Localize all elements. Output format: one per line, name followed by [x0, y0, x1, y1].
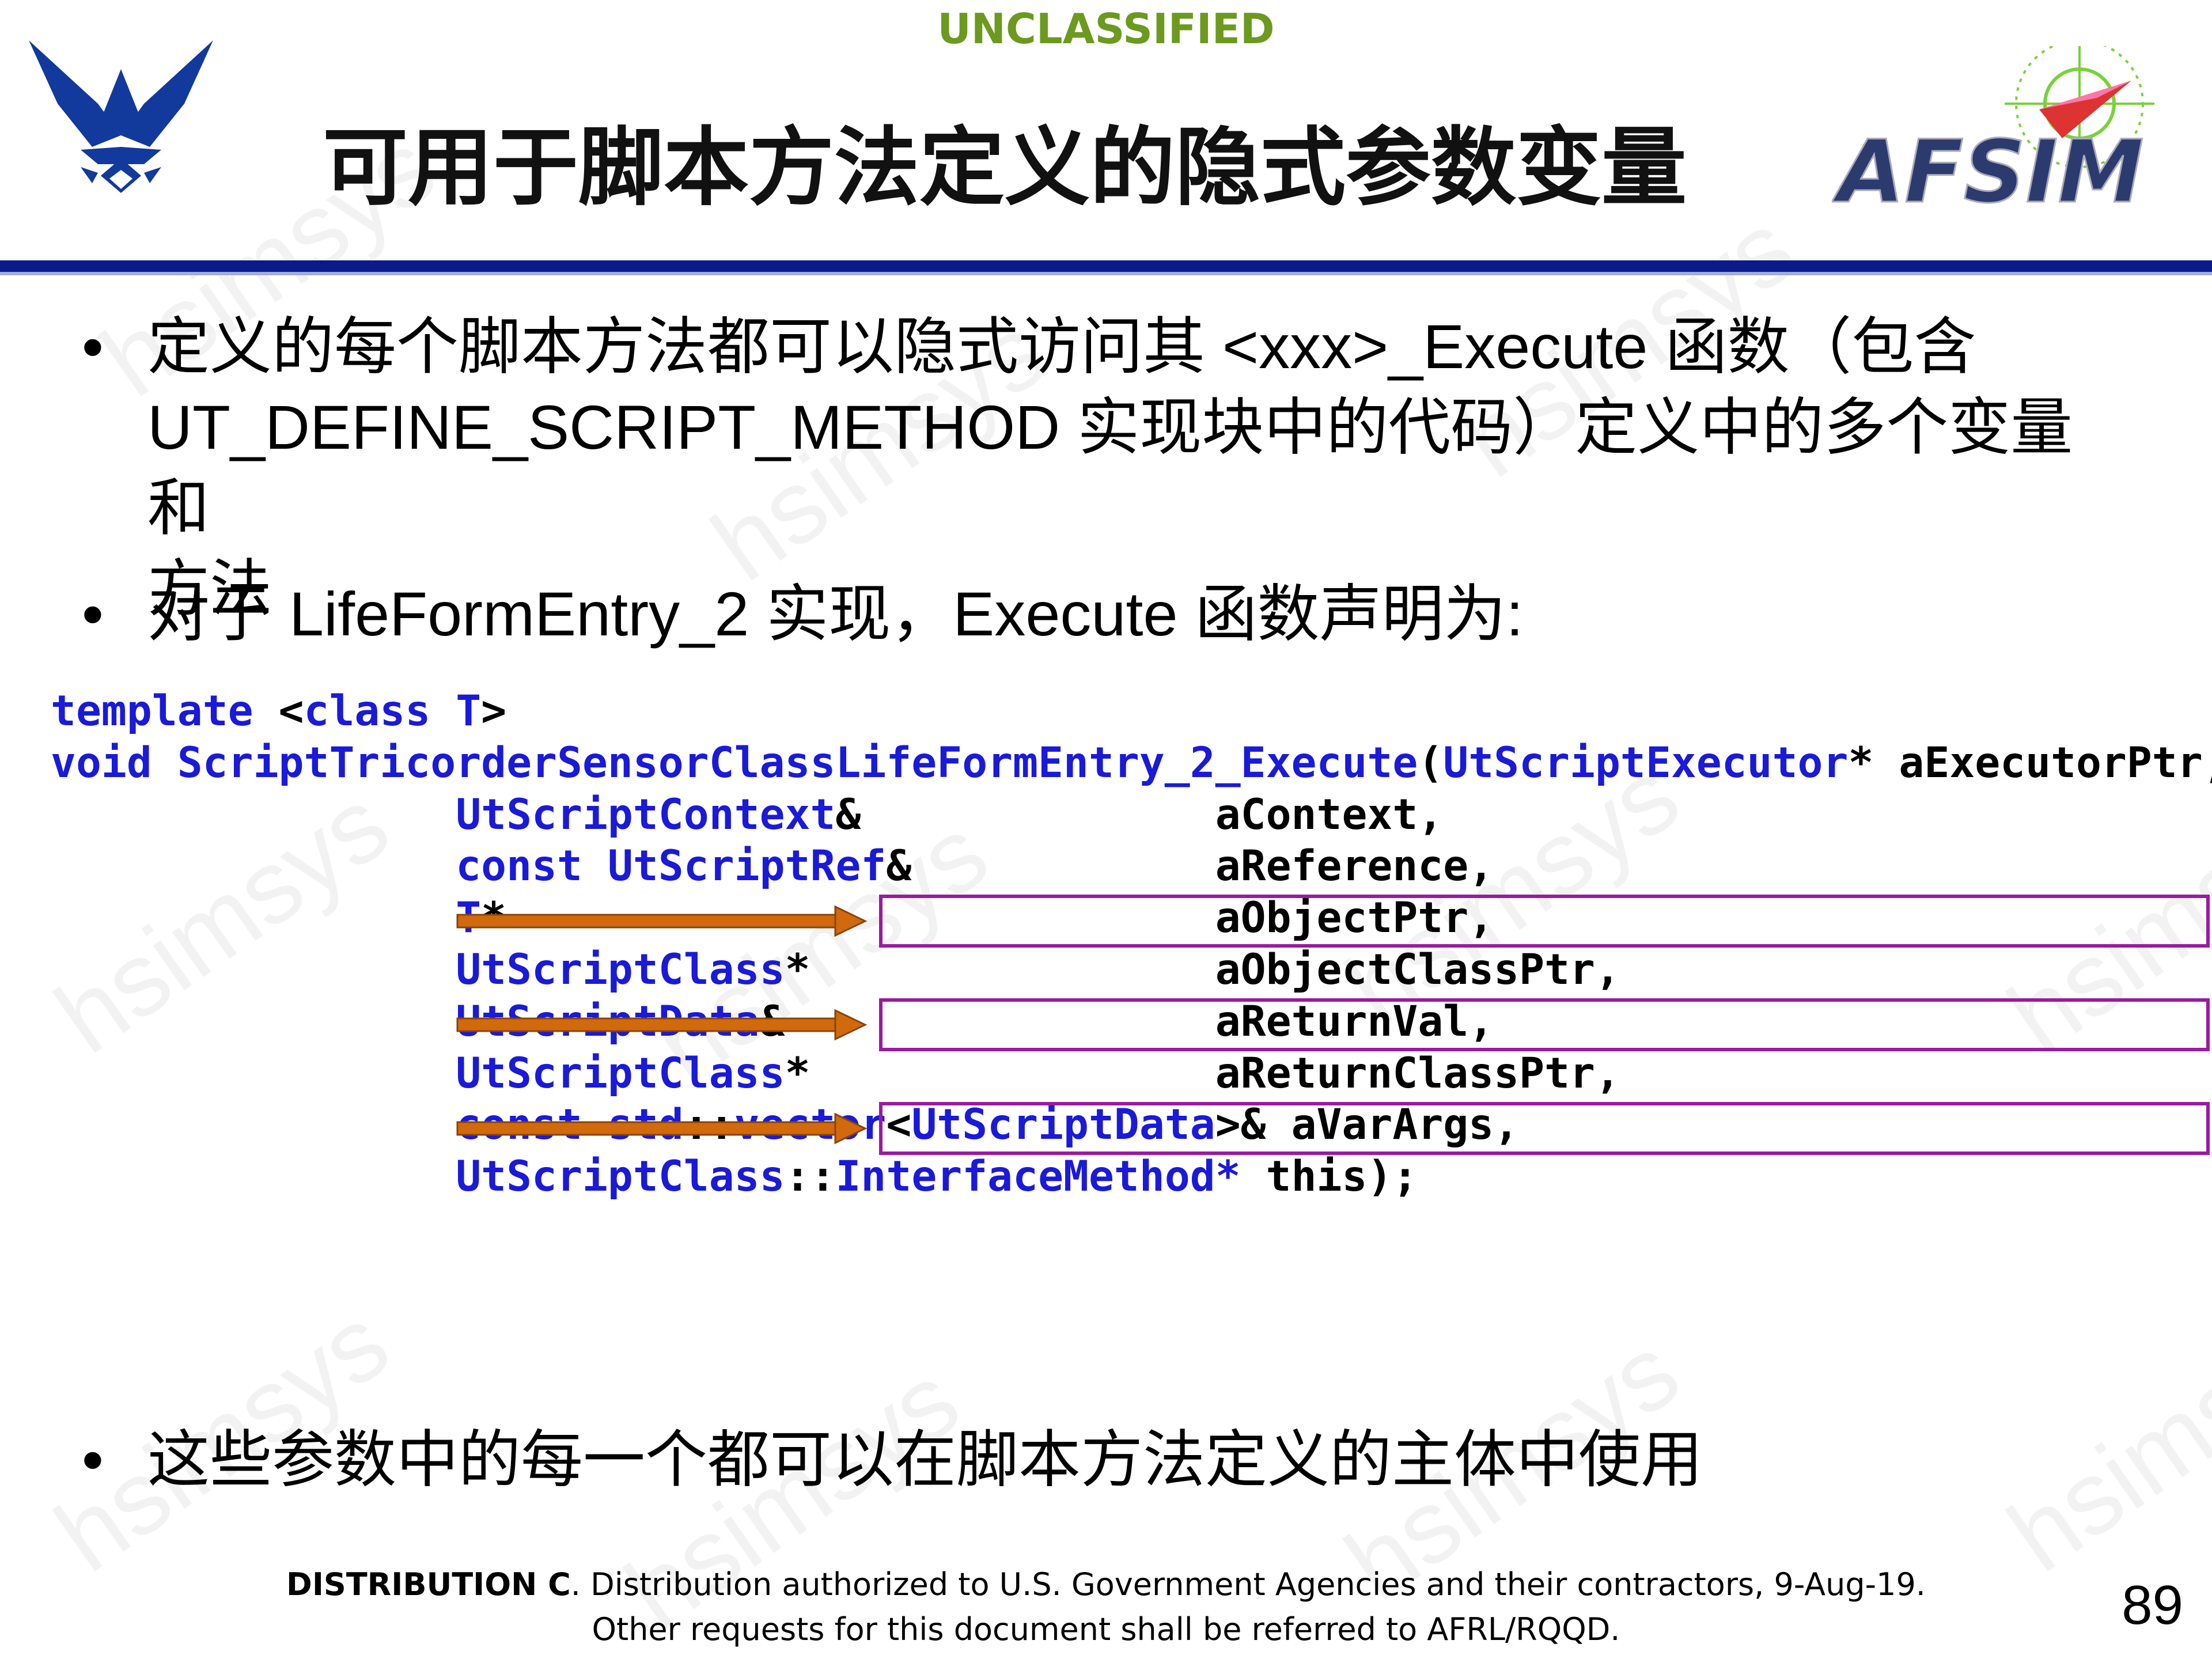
bullet-1-line-3: 方法: [147, 554, 272, 623]
bullet-2-text: 对于 LifeFormEntry_2 实现，Execute 函数声明为:: [147, 579, 1524, 649]
code-param-name: aObjectClassPtr,: [1215, 945, 1620, 994]
highlight-box-avarargs: [879, 1102, 2210, 1155]
code-param-type: UtScriptClass: [456, 945, 785, 994]
code-keyword: template: [51, 687, 253, 736]
highlight-box-aobjectptr: [879, 895, 2210, 948]
code-param-name: aReturnVal,: [1215, 997, 1494, 1046]
code-function-name: ScriptTricorderSensorClassLifeFormEntry_…: [151, 738, 1418, 787]
code-param-type: UtScriptClass: [456, 1048, 785, 1098]
bullet-marker: •: [82, 312, 104, 381]
page-number: 89: [2122, 1574, 2183, 1636]
distribution-line-2: Other requests for this document shall b…: [592, 1611, 1620, 1647]
distribution-line-1: . Distribution authorized to U.S. Govern…: [570, 1566, 1926, 1603]
bullet-1-line-1: 定义的每个脚本方法都可以隐式访问其 <xxx>_Execute 函数（包含: [147, 312, 1976, 381]
code-param-name: aReturnClassPtr,: [1215, 1048, 1620, 1098]
code-param-type: UtScriptContext: [456, 790, 836, 839]
bullet-marker: •: [82, 579, 104, 649]
distribution-label: DISTRIBUTION C: [286, 1566, 571, 1603]
page-title: 可用于脚本方法定义的隐式参数变量: [323, 118, 1687, 217]
header-rule: [0, 260, 2212, 272]
classification-label: UNCLASSIFIED: [937, 5, 1275, 53]
arrow-icon: [456, 905, 868, 937]
air-force-logo-icon: [29, 40, 213, 193]
code-param-name: >& aVarArgs,: [1215, 1100, 1520, 1150]
bullet-3-text: 这些参数中的每一个都可以在脚本方法定义的主体中使用: [147, 1425, 1703, 1494]
highlight-box-areturnval: [879, 998, 2210, 1051]
bullet-1-text: 定义的每个脚本方法都可以隐式访问其 <xxx>_Execute 函数（包含 UT…: [147, 306, 2118, 629]
distribution-statement: DISTRIBUTION C. Distribution authorized …: [0, 1562, 2212, 1652]
bullet-1-line-2: UT_DEFINE_SCRIPT_METHOD 实现块中的代码）定义中的多个变量…: [147, 392, 2073, 543]
code-block: template <class T> void ScriptTricorderS…: [51, 687, 2212, 1202]
code-keyword: T: [456, 687, 482, 736]
afsim-logo-text: AFSIM: [1832, 122, 2144, 219]
afsim-logo-icon: AFSIM: [1832, 46, 2154, 219]
code-keyword: class: [304, 687, 431, 736]
code-param-name: aObjectPtr,: [1215, 893, 1494, 943]
code-keyword: void: [51, 738, 152, 787]
arrow-icon: [456, 1112, 868, 1145]
code-type: UtScriptExecutor: [1443, 738, 1849, 787]
bullet-marker: •: [82, 1425, 104, 1494]
code-param-name: aReference,: [1215, 842, 1494, 891]
code-param-name: aContext,: [1215, 790, 1444, 839]
code-param-type: const UtScriptRef: [456, 842, 887, 891]
arrow-icon: [456, 1009, 868, 1041]
header-rule-shadow: [0, 272, 2212, 275]
